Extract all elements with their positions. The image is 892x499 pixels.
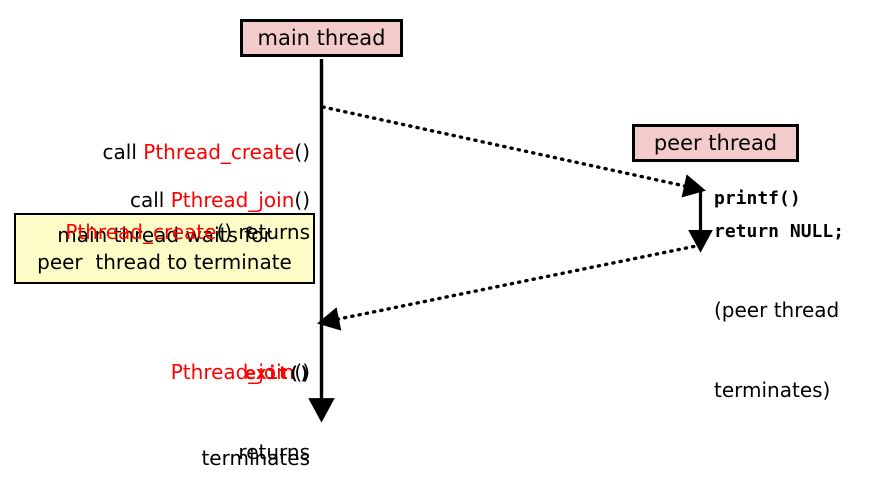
peer-terminates-line-2: terminates) xyxy=(714,377,831,402)
wait-note-box: main thread waits for peer thread to ter… xyxy=(14,213,315,284)
peer-terminates-label: (peer thread terminates) xyxy=(714,244,889,457)
pthread-create-label: call Pthread_create() Pthread_create() r… xyxy=(20,86,310,299)
wait-note-line-1: main thread waits for xyxy=(57,222,272,247)
exit-fn: exit xyxy=(244,363,289,384)
pthread-join-fn-2: Pthread_join xyxy=(170,360,295,385)
pthread-join-parens: () xyxy=(294,187,310,212)
pthread-join-call-label: call Pthread_join() xyxy=(20,160,310,240)
pthread-create-fn-2: Pthread_create xyxy=(65,219,217,244)
terminates-description-label: terminates main thread and any peer thre… xyxy=(20,392,310,499)
pthread-create-returns-line: Pthread_create() returns xyxy=(20,219,310,246)
call-keyword: call xyxy=(102,140,144,165)
pthread-join-fn: Pthread_join xyxy=(170,187,295,212)
pthread-create-parens: () xyxy=(294,140,310,165)
wait-note-line-2: peer thread to terminate xyxy=(37,249,292,274)
pthread-create-returns-text: () returns xyxy=(216,219,310,244)
pthread-create-fn: Pthread_create xyxy=(143,140,295,165)
exit-call-label: exit() xyxy=(20,362,310,410)
return-null-label: return NULL; xyxy=(714,221,845,242)
pthread-join-parens-2: () xyxy=(294,360,310,385)
pthread-create-call-line: call Pthread_create() xyxy=(20,139,310,166)
main-thread-header-box: main thread xyxy=(240,19,403,57)
pthread-join-return-line-1: Pthread_join() xyxy=(20,359,310,386)
printf-call-label: printf() xyxy=(714,188,801,209)
peer-terminates-line-1: (peer thread xyxy=(714,298,840,323)
exit-parens: () xyxy=(288,363,310,384)
pthread-join-returns-word: returns xyxy=(238,439,310,464)
main-thread-label: main thread xyxy=(257,25,386,50)
peer-thread-header-box: peer thread xyxy=(632,124,799,162)
terminates-line-1: terminates xyxy=(201,446,310,471)
peer-thread-label: peer thread xyxy=(653,130,778,155)
call-keyword-2: call xyxy=(130,187,171,212)
pthread-join-return-label: Pthread_join() returns xyxy=(20,306,310,499)
peer-return-dotted-arrow xyxy=(317,243,703,331)
